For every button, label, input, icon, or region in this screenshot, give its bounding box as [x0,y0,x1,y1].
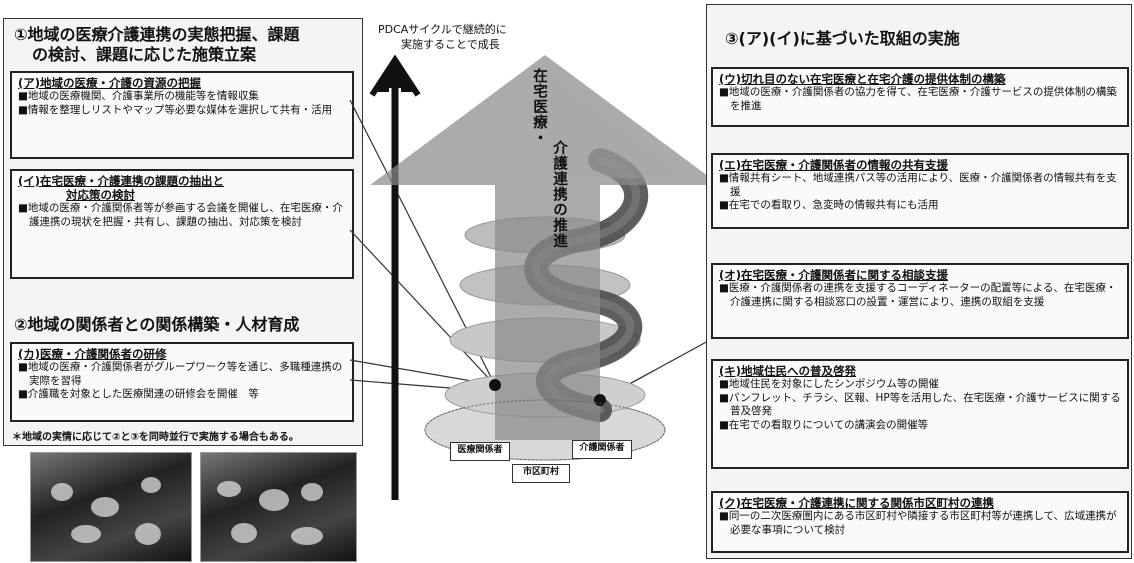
base-ring-outline [424,399,666,461]
meeting-photo-2 [200,452,357,562]
section3-title: ③(ア)(イ)に基づいた取組の実施 [725,29,960,48]
right-panel: ③(ア)(イ)に基づいた取組の実施 (ウ)切れ目のない在宅医療と在宅介護の提供体… [706,4,1132,559]
box-e-info-sharing: (エ)在宅医療・介護関係者の情報の共有支援 ■情報共有シート、地域連携パス等の活… [711,153,1129,229]
label-city: 市区町村 [512,464,570,483]
pdca-caption: PDCAサイクルで継続的に 実施することで成長 [378,23,507,51]
vertical-arrow-head [373,58,417,92]
section2-title: ②地域の関係者との関係構築・人材育成 [14,315,300,334]
box-e-heading: (エ)在宅医療・介護関係者の情報の共有支援 [719,158,949,172]
box-i-heading: (イ)在宅医療・介護連携の課題の抽出と [18,174,225,188]
box-ka-item: ■地域の医療・介護関係者がグループワーク等を通じ、多職種連携の実際を習得 [18,361,343,387]
connector-line [349,229,496,386]
box-ka-heading: (カ)医療・介護関係者の研修 [18,347,167,361]
box-a-item: ■地域の医療機関、介護事業所の機能等を情報収集 [18,90,259,102]
box-i-heading-2: 対応策の検討 [66,188,135,202]
box-e-item: ■在宅での看取り、急変時の情報共有にも活用 [719,199,939,211]
box-u-provision: (ウ)切れ目のない在宅医療と在宅介護の提供体制の構築 ■地域の医療・介護関係者の… [711,67,1129,127]
box-i-item: ■地域の医療・介護関係者等が参画する会議を開催し、在宅医療・介護連携の現状を把握… [18,202,343,228]
box-ki-heading: (キ)地域住民への普及啓発 [719,364,857,378]
node-left [489,379,501,391]
box-ku-municipalities: (ク)在宅医療・介護連携に関する関係市区町村の連携 ■同一の二次医療圏内にある市… [711,491,1129,553]
box-ka-item: ■介護職を対象とした医療関連の研修会を開催 等 [18,388,259,400]
box-a-heading: (ア)地域の医療・介護の資源の把握 [18,76,202,90]
box-ki-item: ■パンフレット、チラシ、区報、HP等を活用した、在宅医療・介護サービスに関する普… [719,391,1121,418]
label-medical: 医療関係者 [450,442,510,461]
section1-title: ①地域の医療介護連携の実態把握、課題 の検討、課題に応じた施策立案 [14,25,300,64]
box-a-resources: (ア)地域の医療・介護の資源の把握 ■地域の医療機関、介護事業所の機能等を情報収… [10,71,354,159]
box-o-consultation: (オ)在宅医療・介護関係者に関する相談支援 ■医療・介護関係者の連携を支援するコ… [711,263,1129,339]
box-o-heading: (オ)在宅医療・介護関係者に関する相談支援 [719,268,949,282]
big-up-arrow-light [545,70,690,178]
box-e-item: ■情報共有シート、地域連携パス等の活用により、医療・介護関係者の情報共有を支援 [719,172,1117,198]
big-up-arrow [370,55,720,440]
box-a-item: ■情報を整理しリストやマップ等必要な媒体を選択して共有・活用 [18,103,333,116]
box-u-heading: (ウ)切れ目のない在宅医療と在宅介護の提供体制の構築 [719,72,1006,86]
box-ki-awareness: (キ)地域住民への普及啓発 ■地域住民を対象にしたシンポジウム等の開催 ■パンフ… [711,359,1129,469]
box-ku-heading: (ク)在宅医療・介護連携に関する関係市区町村の連携 [719,496,995,510]
vertical-arrow-head-stroke [369,54,421,97]
left-panel: ①地域の医療介護連携の実態把握、課題 の検討、課題に応じた施策立案 (ア)地域の… [3,18,363,446]
box-ka-training: (カ)医療・介護関係者の研修 ■地域の医療・介護関係者がグループワーク等を通じ、… [10,342,354,422]
box-ki-item: ■地域住民を対象にしたシンポジウム等の開催 [719,378,939,390]
box-ki-item: ■在宅での看取りについての講演会の開催等 [719,418,929,431]
arrow-text-2: 介護連携の推進 [551,140,567,249]
box-o-item: ■医療・介護関係者の連携を支援するコーディネーターの配置等による、在宅医療・介護… [719,282,1117,308]
arrow-text-1: 在宅医療・ [531,68,547,146]
box-i-issues: (イ)在宅医療・介護連携の課題の抽出と 対応策の検討 ■地域の医療・介護関係者等… [10,169,354,279]
box-u-item: ■地域の医療・介護関係者の協力を得て、在宅医療・介護サービスの提供体制の構築を推… [719,86,1117,112]
note-text: ＊地域の実情に応じて②と③を同時並行で実施する場合もある。 [12,432,299,443]
box-ku-item: ■同一の二次医療圏内にある市区町村や隣接する市区町村等が連携して、広域連携が必要… [719,510,1117,536]
meeting-photo-1 [30,452,192,562]
label-care: 介護関係者 [572,440,632,459]
